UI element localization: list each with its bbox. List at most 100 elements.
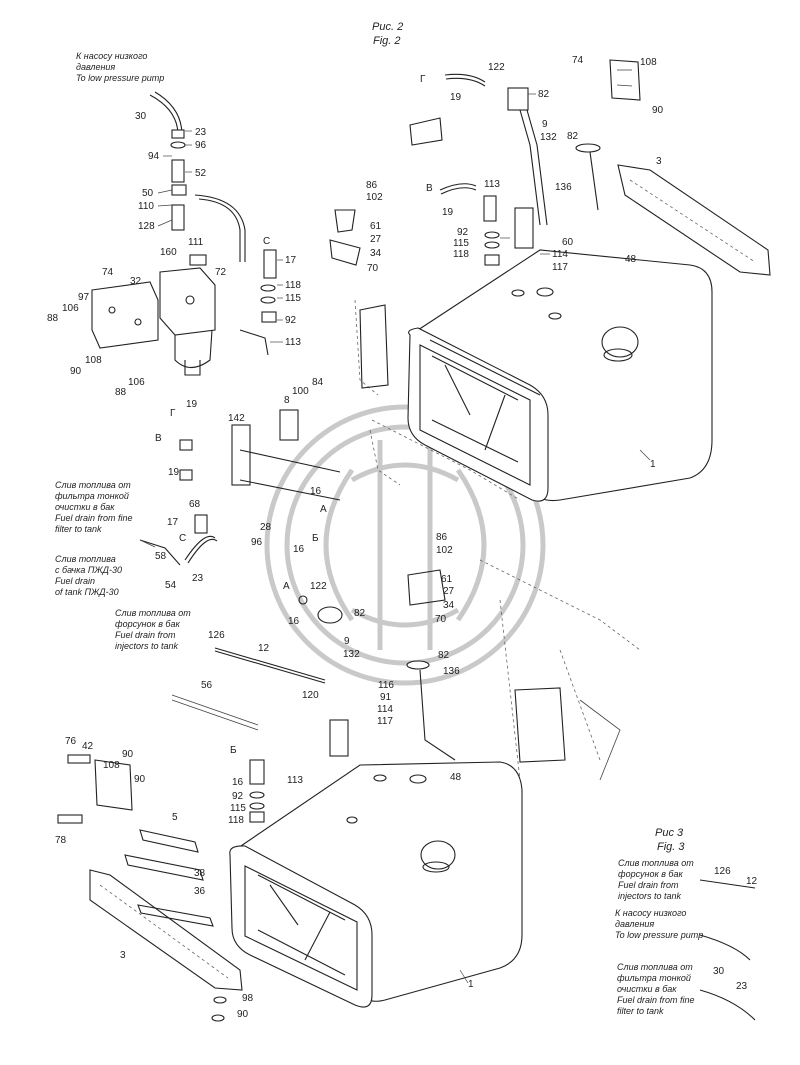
callout: 115 [230,803,246,814]
svg-text:filter to tank: filter to tank [617,1006,664,1016]
callout: 48 [625,254,637,265]
callout: 78 [55,835,67,846]
callout: 98 [242,993,254,1004]
callout: 82 [438,650,450,661]
callout: 70 [367,263,379,274]
callout: 115 [285,293,301,304]
callout: 30 [135,111,147,122]
note-injectors-drain: Слив топлива от форсунок в бак Fuel drai… [115,608,191,651]
callout: 102 [366,192,383,203]
callout: 116 [378,680,394,691]
callout: 19 [450,92,462,103]
callout: 117 [552,262,568,273]
fig3-note-pump: К насосу низкого давления To low pressur… [615,908,703,940]
callout: 118 [285,280,301,291]
svg-text:давления: давления [76,62,115,72]
leader-lines [139,93,651,984]
upper-fuel-tank [407,249,713,502]
callout: 82 [354,608,366,619]
callout: 115 [453,238,469,249]
callout: A [283,581,290,592]
svg-text:Fuel drain from: Fuel drain from [618,880,679,890]
callout: 92 [457,227,469,238]
callout: 76 [65,736,77,747]
callout: 113 [287,775,303,786]
callout: 90 [237,1009,249,1020]
callout: 1 [650,459,656,470]
svg-text:Fuel drain: Fuel drain [55,576,95,586]
svg-text:Fuel drain from fine: Fuel drain from fine [617,995,695,1005]
callout: 1 [468,979,474,990]
callout: 17 [167,517,179,528]
callout: 16 [288,616,300,627]
svg-text:To low pressure pump: To low pressure pump [76,73,164,83]
callout: 113 [285,337,301,348]
callout: 5 [172,812,178,823]
callout: 74 [572,55,584,66]
callout: 114 [377,704,393,715]
callout: 72 [215,267,227,278]
callout: 113 [484,179,500,190]
svg-text:К насосу низкого: К насосу низкого [76,51,147,61]
callout: 86 [366,180,378,191]
callout: 48 [450,772,462,783]
callout: 82 [538,89,550,100]
callout: 117 [377,716,393,727]
callout: 34 [443,600,455,611]
svg-text:Fig. 3: Fig. 3 [657,841,685,853]
callout: 19 [168,467,180,478]
callout: 108 [85,355,102,366]
callout: 106 [128,377,145,388]
callout: 23 [192,573,204,584]
callout: A [320,504,327,515]
svg-text:очистки в бак: очистки в бак [55,502,115,512]
callout: 84 [312,377,324,388]
callout: 94 [148,151,160,162]
svg-text:Слив топлива: Слив топлива [55,554,116,564]
callout: 74 [102,267,114,278]
callout: 27 [370,234,382,245]
svg-text:Рис 3: Рис 3 [655,827,684,839]
callout: Б [312,533,319,544]
callout: 16 [232,777,244,788]
svg-text:filter to tank: filter to tank [55,524,102,534]
callout: 108 [103,760,120,771]
callout: 23 [736,981,748,992]
callout: 90 [134,774,146,785]
frame-dashed-outline [354,299,641,781]
callout: 91 [380,692,392,703]
callout: 9 [542,119,548,130]
svg-text:с бачка ПЖД-30: с бачка ПЖД-30 [55,565,122,575]
callout: 110 [138,201,154,212]
figure-2-title: Рис. 2 Fig. 2 [372,21,403,47]
lower-fuel-tank [229,761,523,1008]
callout: 36 [194,886,206,897]
svg-text:давления: давления [615,919,654,929]
callout: 92 [285,315,297,326]
callout: 118 [453,249,469,260]
svg-text:injectors to tank: injectors to tank [618,891,682,901]
callout: 12 [746,876,758,887]
callout: 122 [488,62,505,73]
callout: Б [230,745,237,756]
callout: 32 [130,276,142,287]
callout: 108 [640,57,657,68]
callout: 136 [555,182,572,193]
callout: 128 [138,221,155,232]
callout: 132 [540,132,557,143]
fuel-pipes [139,73,756,1021]
small-parts [57,87,601,1022]
callout: 142 [228,413,245,424]
callout: 122 [310,581,327,592]
svg-text:фильтра тонкой: фильтра тонкой [55,491,129,501]
callout: 88 [47,313,59,324]
svg-text:Fuel drain from fine: Fuel drain from fine [55,513,133,523]
callout: 16 [293,544,305,555]
callout: 82 [567,131,579,142]
callout: 97 [78,292,90,303]
callout: 28 [260,522,272,533]
callout: 132 [343,649,360,660]
callout: 23 [195,127,207,138]
callout: C [179,533,186,544]
